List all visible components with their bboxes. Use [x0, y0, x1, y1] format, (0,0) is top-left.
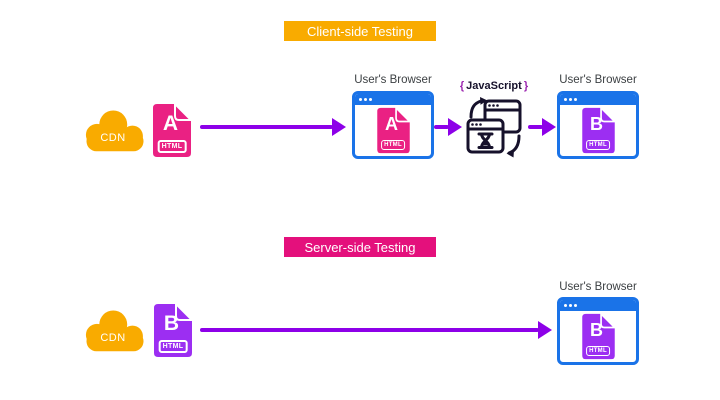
flow-arrow	[528, 118, 556, 136]
file-letter: A	[385, 114, 398, 134]
cloud-shape-icon	[85, 110, 144, 152]
client-side-banner: Client-side Testing	[284, 21, 436, 41]
file-letter: B	[163, 312, 180, 335]
browser-label: User's Browser	[354, 74, 432, 86]
client-side-banner-label: Client-side Testing	[307, 23, 413, 39]
arrow-head	[448, 118, 462, 136]
cdn-label: CDN	[100, 332, 126, 344]
html-badge: HTML	[158, 340, 188, 353]
file-shape-icon	[581, 107, 616, 154]
window-dot-icon	[359, 98, 362, 101]
cdn-label: CDN	[100, 132, 126, 144]
window-dot-icon	[569, 98, 572, 101]
window-dot-icon	[564, 98, 567, 101]
server-side-banner-label: Server-side Testing	[304, 239, 416, 255]
file-letter: B	[590, 320, 603, 340]
file-letter: A	[162, 112, 179, 135]
window-dot-icon	[564, 304, 567, 307]
arrow-shaft	[528, 125, 543, 129]
file-shape-icon	[154, 303, 193, 357]
html-file-a-icon: A HTML	[376, 107, 411, 154]
browser-label: User's Browser	[559, 74, 637, 86]
arrow-head	[538, 321, 552, 339]
arrow-shaft	[200, 125, 333, 129]
arrow-head	[542, 118, 556, 136]
arrow-shaft	[434, 125, 449, 129]
browser-titlebar	[560, 300, 636, 311]
html-file-a-icon: A HTML	[152, 103, 192, 158]
file-shape-icon	[153, 103, 192, 157]
open-brace: {	[459, 80, 465, 92]
file-shape-icon	[376, 107, 411, 154]
file-letter: B	[590, 114, 603, 134]
html-file-b-icon: B HTML	[581, 107, 616, 154]
html-badge: HTML	[586, 140, 610, 150]
window-dot-icon	[369, 98, 372, 101]
arrow-head	[332, 118, 346, 136]
cloud-shape-icon	[85, 310, 144, 352]
flow-arrow	[434, 118, 462, 136]
flow-arrow	[200, 321, 552, 339]
javascript-process-icon	[462, 96, 526, 160]
browser-viewport: A HTML	[355, 105, 431, 156]
close-brace: }	[523, 80, 529, 92]
cdn-cloud-icon: CDN	[83, 106, 147, 158]
html-badge: HTML	[157, 140, 187, 153]
html-file-b-icon: B HTML	[153, 303, 193, 358]
arrow-shaft	[200, 328, 539, 332]
window-dot-icon	[364, 98, 367, 101]
browser-viewport: B HTML	[560, 105, 636, 156]
html-badge: HTML	[586, 346, 610, 356]
browser-titlebar	[560, 94, 636, 105]
browser-viewport: B HTML	[560, 311, 636, 362]
browser-window: A HTML	[352, 91, 434, 159]
javascript-label: {JavaScript}	[454, 80, 534, 92]
browser-window: B HTML	[557, 91, 639, 159]
window-dot-icon	[569, 304, 572, 307]
cdn-cloud-icon: CDN	[83, 306, 147, 358]
browser-titlebar	[355, 94, 431, 105]
window-dot-icon	[574, 304, 577, 307]
flow-arrow	[200, 118, 346, 136]
server-side-banner: Server-side Testing	[284, 237, 436, 257]
html-file-b-icon: B HTML	[581, 313, 616, 360]
browser-label: User's Browser	[559, 281, 637, 293]
html-badge: HTML	[381, 140, 405, 150]
javascript-text: JavaScript	[466, 80, 522, 92]
windows-swap-hourglass-icon	[466, 97, 522, 158]
window-dot-icon	[574, 98, 577, 101]
file-shape-icon	[581, 313, 616, 360]
browser-window: B HTML	[557, 297, 639, 365]
